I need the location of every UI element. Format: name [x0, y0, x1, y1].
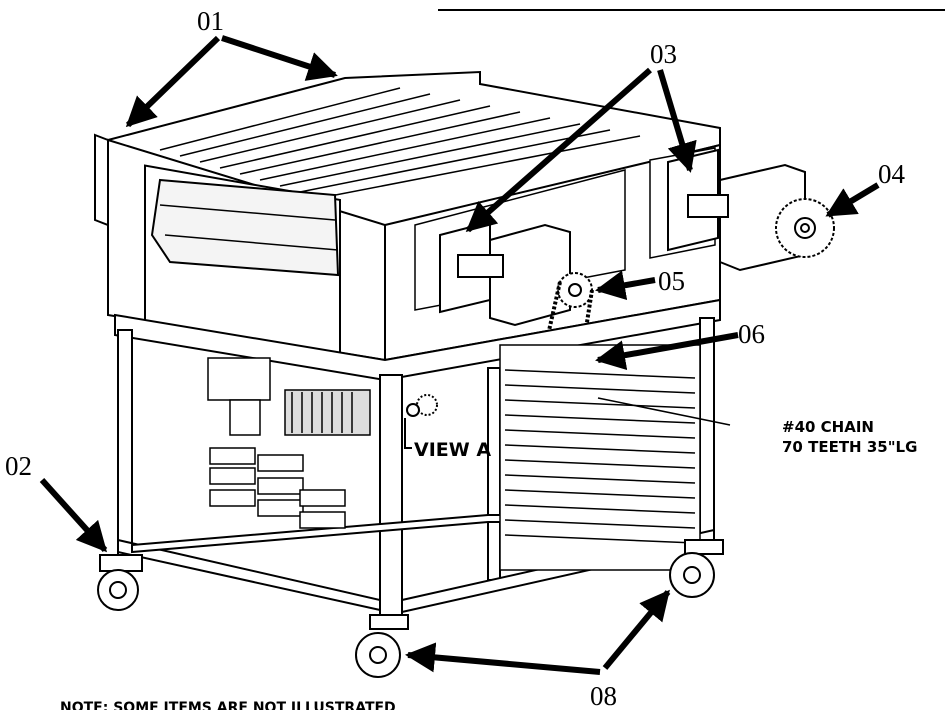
callout-01: 01	[197, 6, 224, 36]
callout-05: 05	[658, 266, 685, 296]
view-a-label: VIEW A	[414, 439, 491, 461]
conveyor-slats	[159, 87, 641, 199]
callout-arrows	[39, 35, 880, 675]
caster-front-left	[97, 554, 143, 611]
arrow-08-a	[405, 642, 601, 675]
chain-spec-line2: 70 TEETH 35"LG	[782, 438, 917, 456]
arrow-01-b	[221, 35, 338, 81]
arrow-06	[595, 332, 739, 371]
callout-03: 03	[650, 39, 677, 69]
arrow-02	[39, 477, 108, 553]
arrow-01-a	[125, 35, 221, 128]
left-end-flap	[94, 133, 109, 227]
callout-08: 08	[590, 681, 617, 710]
gearbox-left	[489, 223, 571, 327]
electrical-panel	[207, 357, 371, 529]
caster-front-center	[355, 614, 409, 678]
shaft-left	[457, 254, 504, 278]
callout-02: 02	[5, 451, 32, 481]
chain-spec-leader	[597, 397, 731, 426]
drive-chain	[545, 281, 594, 452]
shaft-right	[687, 194, 729, 218]
note-text: NOTE: SOME ITEMS ARE NOT ILLUSTRATED	[60, 700, 396, 710]
caster-rear-right	[669, 539, 724, 598]
arrow-03-a	[465, 67, 652, 233]
arrow-05	[595, 270, 656, 301]
arrow-03-b	[657, 69, 697, 173]
chain-spec-line1: #40 CHAIN	[782, 418, 874, 436]
machine-drawing	[94, 70, 835, 678]
view-a-sprocket	[416, 394, 438, 416]
arrow-08-b	[602, 589, 671, 670]
callout-06: 06	[738, 319, 765, 349]
conveyor-drum	[150, 178, 340, 277]
arrow-04	[825, 182, 880, 218]
callout-04: 04	[878, 159, 906, 189]
view-a-bracket	[404, 418, 412, 449]
pan-rack	[499, 344, 701, 571]
